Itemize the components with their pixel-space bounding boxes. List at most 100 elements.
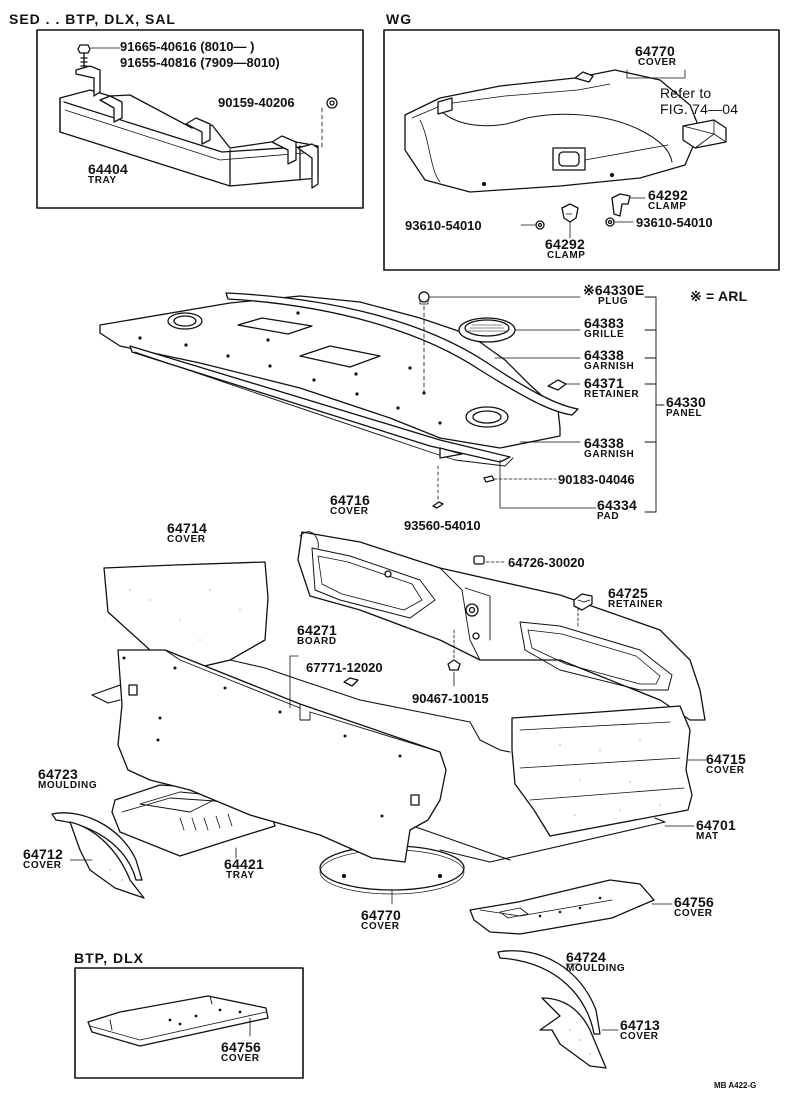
wg-cover-64770 <box>404 69 701 193</box>
label-64714-name: COVER <box>167 534 206 545</box>
label-64701-num: 64701 <box>696 817 736 833</box>
label-plug-name: PLUG <box>598 296 629 307</box>
label-nut: 90159-40206 <box>218 95 295 110</box>
label-64713-name: COVER <box>620 1031 659 1042</box>
screw-left-icon <box>535 220 545 230</box>
footer-code: MB A422-G <box>714 1081 757 1090</box>
panel-group <box>99 291 665 513</box>
label-90467: 90467-10015 <box>412 691 489 706</box>
label-panel-num: 64330 <box>666 394 706 410</box>
label-refer-2: FIG. 74—04 <box>660 101 739 117</box>
label-64716-num: 64716 <box>330 492 370 508</box>
plug-icon <box>418 291 430 305</box>
label-plug-num: ※64330E <box>583 282 645 298</box>
label-64756b-num: 64756 <box>221 1039 261 1055</box>
cover-64756-btp <box>87 995 269 1047</box>
label-screw-93560: 93560-54010 <box>404 518 481 533</box>
label-bolt-a: 91665-40616 (8010— ) <box>120 39 255 54</box>
label-64421-num: 64421 <box>224 856 264 872</box>
label-bolt-b: 91655-40816 (7909—8010) <box>120 55 280 70</box>
label-clamp-r-name: CLAMP <box>648 201 687 212</box>
cover-64756 <box>469 879 655 935</box>
label-refer-1: Refer to <box>660 85 712 101</box>
clamp-right-icon <box>611 193 631 217</box>
label-64715-num: 64715 <box>706 751 746 767</box>
leader-lines <box>235 759 707 1031</box>
label-garnish1-num: 64338 <box>584 347 624 363</box>
label-64723-num: 64723 <box>38 766 78 782</box>
clamp-bottom-icon <box>561 203 579 223</box>
label-clip: 90183-04046 <box>558 472 635 487</box>
nut-icon <box>326 97 338 109</box>
clip-icon <box>483 475 495 483</box>
label-clamp-b-name: CLAMP <box>547 250 586 261</box>
label-grille-name: GRILLE <box>584 329 625 340</box>
btp-header: BTP, DLX <box>74 950 144 966</box>
label-64770b-num: 64770 <box>361 907 401 923</box>
label-64770b-name: COVER <box>361 921 400 932</box>
label-64716-name: COVER <box>330 506 369 517</box>
cover-64714 <box>103 561 269 677</box>
grille-icon <box>458 317 516 343</box>
label-64725-num: 64725 <box>608 585 648 601</box>
retainer-64725-icon <box>573 593 593 611</box>
label-64404-name: TRAY <box>88 175 117 186</box>
label-wg-cover-name: COVER <box>638 57 677 68</box>
cover-64712 <box>69 821 145 899</box>
wg-header: WG <box>386 11 413 27</box>
cover-64713 <box>539 997 607 1069</box>
label-retainer-name: RETAINER <box>584 389 640 400</box>
label-64725-name: RETAINER <box>608 599 664 610</box>
label-64756-num: 64756 <box>674 894 714 910</box>
label-64726: 64726-30020 <box>508 555 585 570</box>
label-clamp-r-num: 64292 <box>648 187 688 203</box>
label-garnish1-name: GARNISH <box>584 361 635 372</box>
label-screw-l: 93610-54010 <box>405 218 482 233</box>
label-64724-num: 64724 <box>566 949 606 965</box>
label-clamp-b-num: 64292 <box>545 236 585 252</box>
label-64701-name: MAT <box>696 831 719 842</box>
label-64724-name: MOULDING <box>566 963 626 974</box>
label-64756b-name: COVER <box>221 1053 260 1064</box>
label-pad-name: PAD <box>597 511 620 522</box>
board-64271 <box>117 649 447 863</box>
bolt-64726-icon <box>473 555 485 565</box>
tray-64404 <box>59 65 319 189</box>
clip-90467-icon <box>447 659 461 671</box>
label-screw-r: 93610-54010 <box>636 215 713 230</box>
refer-part-icon <box>682 119 727 149</box>
label-grille-num: 64383 <box>584 315 624 331</box>
label-64421-name: TRAY <box>226 870 255 881</box>
clip-67771-icon <box>343 677 359 687</box>
label-panel-name: PANEL <box>666 408 703 419</box>
label-64712-num: 64712 <box>23 846 63 862</box>
label-garnish2-num: 64338 <box>584 435 624 451</box>
label-pad-num: 64334 <box>597 497 637 513</box>
label-retainer-num: 64371 <box>584 375 624 391</box>
label-64756-name: COVER <box>674 908 713 919</box>
label-64715-name: COVER <box>706 765 745 776</box>
screw-right-icon <box>605 217 615 227</box>
sed-header: SED . . BTP, DLX, SAL <box>9 11 176 27</box>
legend-arl: ※ = ARL <box>690 288 748 304</box>
label-64713-num: 64713 <box>620 1017 660 1033</box>
moulding-64724 <box>497 950 601 1035</box>
screw-icon <box>432 501 444 509</box>
label-64723-name: MOULDING <box>38 780 98 791</box>
lower-assembly <box>51 531 706 1069</box>
cover-64715 <box>511 705 693 837</box>
btp-box <box>74 967 304 1079</box>
wg-box <box>383 29 780 271</box>
label-64714-num: 64714 <box>167 520 207 536</box>
retainer-icon <box>547 379 567 391</box>
label-64271-num: 64271 <box>297 622 337 638</box>
label-67771: 67771-12020 <box>306 660 383 675</box>
label-garnish2-name: GARNISH <box>584 449 635 460</box>
label-64271-name: BOARD <box>297 636 337 647</box>
label-wg-cover-num: 64770 <box>635 43 675 59</box>
label-64404-num: 64404 <box>88 161 128 177</box>
label-64712-name: COVER <box>23 860 62 871</box>
bolt-icon <box>77 44 91 73</box>
